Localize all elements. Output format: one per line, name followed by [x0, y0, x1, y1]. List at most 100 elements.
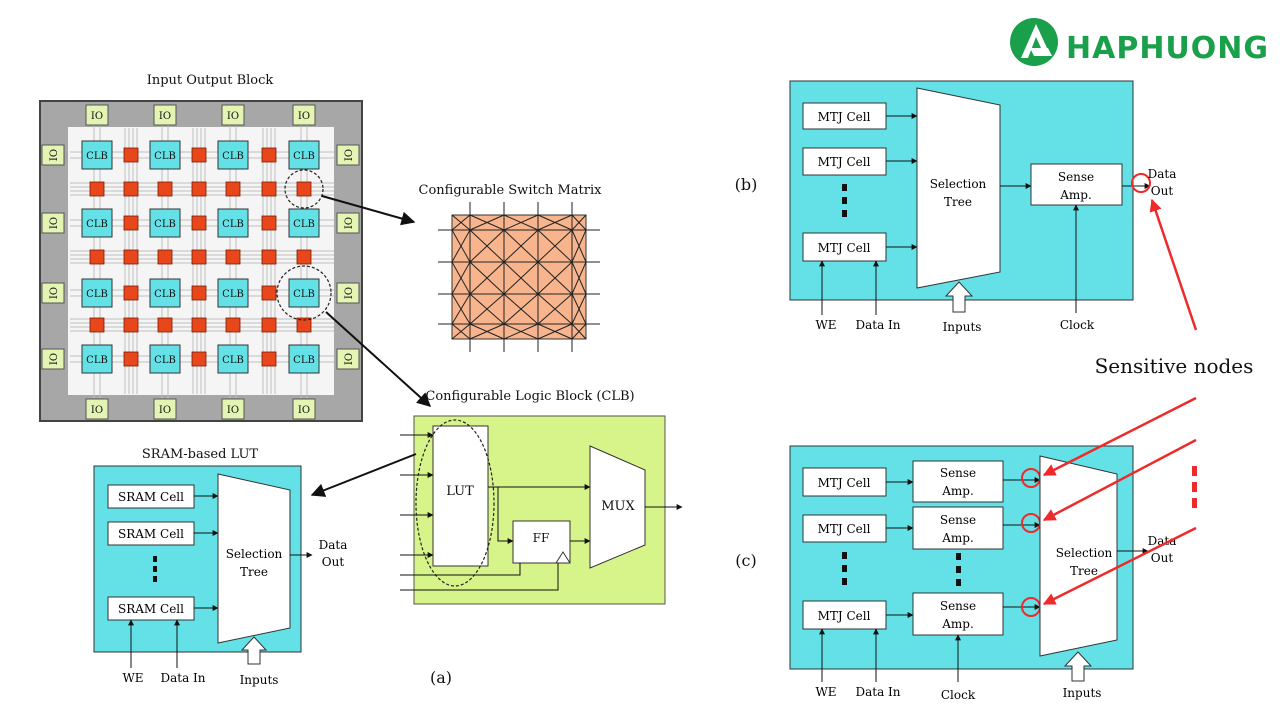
sram-cell: SRAM Cell	[107, 596, 195, 621]
svg-text:CLB: CLB	[222, 289, 244, 300]
switch-matrix-title: Configurable Switch Matrix	[419, 183, 603, 198]
svg-text:Sense: Sense	[1058, 170, 1094, 184]
svg-text:Out: Out	[322, 555, 345, 569]
sense-amp: Sense Amp.	[912, 460, 1004, 503]
svg-text:SRAM Cell: SRAM Cell	[118, 490, 184, 504]
switch-block	[261, 351, 277, 367]
svg-text:IO: IO	[49, 353, 60, 365]
panel-label-a: (a)	[430, 668, 452, 687]
svg-text:Inputs: Inputs	[943, 320, 982, 334]
brand-name: HAPHUONG	[1066, 31, 1269, 66]
clb-block: CLB	[149, 344, 181, 374]
svg-text:Selection: Selection	[1056, 546, 1113, 560]
switch-block	[261, 147, 277, 163]
svg-text:MTJ Cell: MTJ Cell	[818, 110, 871, 124]
svg-text:WE: WE	[815, 685, 836, 699]
svg-text:Amp.: Amp.	[1059, 188, 1092, 202]
svg-text:Tree: Tree	[944, 195, 972, 209]
switch-block	[191, 285, 207, 301]
switch-block	[261, 285, 277, 301]
clb-block: CLB	[288, 140, 320, 170]
selection-tree	[217, 473, 291, 644]
svg-text:CLB: CLB	[86, 355, 108, 366]
clb-block: CLB	[81, 278, 113, 308]
switch-block	[123, 285, 139, 301]
switch-block	[191, 215, 207, 231]
mtj-cell: MTJ Cell	[802, 147, 887, 176]
svg-text:Sense: Sense	[940, 513, 976, 527]
switch-block	[191, 147, 207, 163]
sram-lut: SRAM-based LUT SRAM Cell SRAM Cell SRAM …	[93, 447, 347, 687]
svg-text:IO: IO	[298, 405, 310, 416]
svg-text:CLB: CLB	[154, 289, 176, 300]
inputs-arrow-icon	[240, 636, 268, 665]
sensitive-nodes-label: Sensitive nodes	[1095, 354, 1254, 378]
svg-text:MTJ Cell: MTJ Cell	[818, 241, 871, 255]
switch-block	[157, 317, 173, 333]
svg-text:Out: Out	[1151, 551, 1174, 565]
switch-block	[123, 317, 139, 333]
sram-cell: SRAM Cell	[107, 484, 195, 509]
switch-block	[123, 147, 139, 163]
svg-text:IO: IO	[91, 111, 103, 122]
svg-text:CLB: CLB	[86, 151, 108, 162]
sram-lut-title: SRAM-based LUT	[142, 447, 259, 462]
io-block: IO	[41, 212, 65, 234]
switch-block	[261, 317, 277, 333]
io-block: IO	[41, 282, 65, 304]
svg-text:SRAM Cell: SRAM Cell	[118, 602, 184, 616]
clb-block: CLB	[81, 208, 113, 238]
svg-text:IO: IO	[49, 217, 60, 229]
sense-amp: Sense Amp.	[912, 506, 1004, 550]
io-block: IO	[336, 144, 360, 166]
io-block: IO	[221, 104, 245, 126]
mtj-lut-b: MTJ Cell MTJ Cell MTJ Cell Selection Tre…	[789, 80, 1198, 334]
svg-text:CLB: CLB	[293, 289, 315, 300]
svg-text:Amp.: Amp.	[941, 531, 974, 545]
lut-label: LUT	[446, 484, 474, 499]
svg-text:IO: IO	[159, 111, 171, 122]
svg-text:Amp.: Amp.	[941, 484, 974, 498]
svg-text:MTJ Cell: MTJ Cell	[818, 609, 871, 623]
svg-text:CLB: CLB	[293, 151, 315, 162]
svg-text:WE: WE	[815, 318, 836, 332]
mtj-lut-c: MTJ Cell MTJ Cell MTJ Cell Sense Amp.	[789, 396, 1197, 702]
switch-block	[225, 317, 241, 333]
svg-text:CLB: CLB	[154, 355, 176, 366]
svg-text:IO: IO	[91, 405, 103, 416]
svg-text:IO: IO	[159, 405, 171, 416]
inputs-arrow-icon	[944, 281, 974, 313]
clb-block: CLB	[288, 278, 320, 308]
panel-label-b: (b)	[735, 175, 758, 194]
switch-block	[157, 181, 173, 197]
switch-block	[123, 215, 139, 231]
switch-block	[191, 351, 207, 367]
ellipsis-dots	[842, 184, 847, 217]
sram-cell: SRAM Cell	[107, 521, 195, 546]
svg-text:CLB: CLB	[86, 289, 108, 300]
ellipsis-dots	[153, 556, 157, 582]
svg-text:IO: IO	[49, 287, 60, 299]
panel-label-c: (c)	[735, 551, 756, 570]
lut-block	[432, 425, 489, 567]
inputs-label: Inputs	[240, 673, 279, 687]
svg-text:Amp.: Amp.	[941, 617, 974, 631]
svg-text:CLB: CLB	[154, 151, 176, 162]
mtj-cell: MTJ Cell	[802, 467, 887, 497]
svg-text:MTJ Cell: MTJ Cell	[818, 476, 871, 490]
svg-text:MTJ Cell: MTJ Cell	[818, 522, 871, 536]
svg-text:CLB: CLB	[154, 219, 176, 230]
clb-block: CLB	[217, 140, 249, 170]
svg-text:IO: IO	[49, 149, 60, 161]
io-block: IO	[336, 282, 360, 304]
mtj-cell: MTJ Cell	[802, 514, 887, 543]
svg-text:CLB: CLB	[222, 355, 244, 366]
switch-block	[191, 249, 207, 265]
svg-text:IO: IO	[227, 111, 239, 122]
selection-tree	[916, 87, 1001, 289]
svg-text:Data: Data	[1148, 534, 1177, 548]
io-block: IO	[221, 398, 245, 420]
switch-block	[261, 249, 277, 265]
ff-label: FF	[533, 531, 550, 545]
clb-block: CLB	[81, 344, 113, 374]
